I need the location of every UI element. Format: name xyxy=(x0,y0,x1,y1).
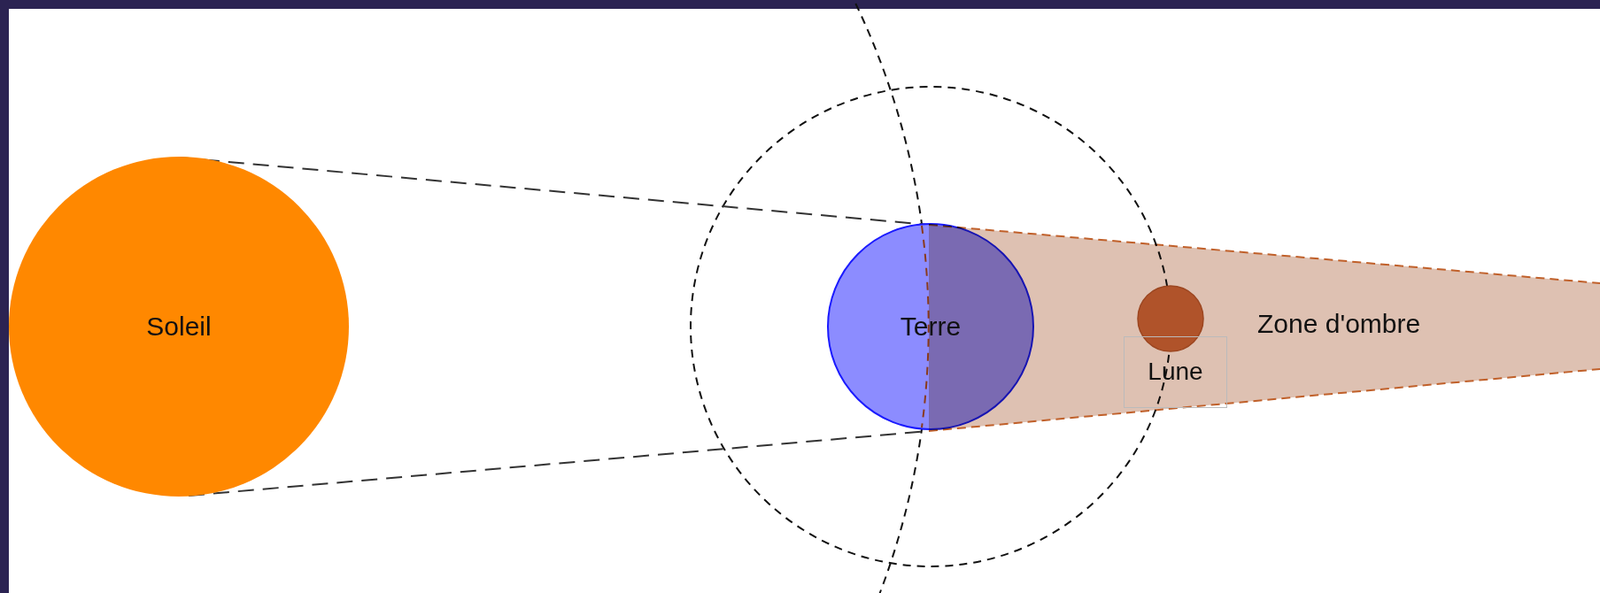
moon-circle-outline xyxy=(1136,285,1205,353)
text-holder: Zone d'ombre xyxy=(1257,306,1421,342)
shadow-edge xyxy=(928,369,1600,432)
zone-label: Zone d'ombre xyxy=(1257,309,1421,341)
moon-disc xyxy=(1137,285,1204,352)
label-box: Lune xyxy=(1123,336,1228,409)
moon-label: Lune xyxy=(1147,357,1203,387)
white-ground xyxy=(8,8,1600,593)
sun-disc xyxy=(8,156,349,497)
shadow-edge xyxy=(928,224,1600,284)
sun-circle: Soleil xyxy=(8,156,349,497)
body-label: Terre xyxy=(900,311,961,343)
shadow-fill xyxy=(928,224,1600,432)
shadow-zone: Zone d'ombreLune xyxy=(928,224,1600,432)
moon-circle: Lune xyxy=(1136,285,1205,353)
text-holder: Soleil xyxy=(8,156,349,497)
body-label: Soleil xyxy=(146,311,211,343)
earth-orbit xyxy=(0,0,929,593)
